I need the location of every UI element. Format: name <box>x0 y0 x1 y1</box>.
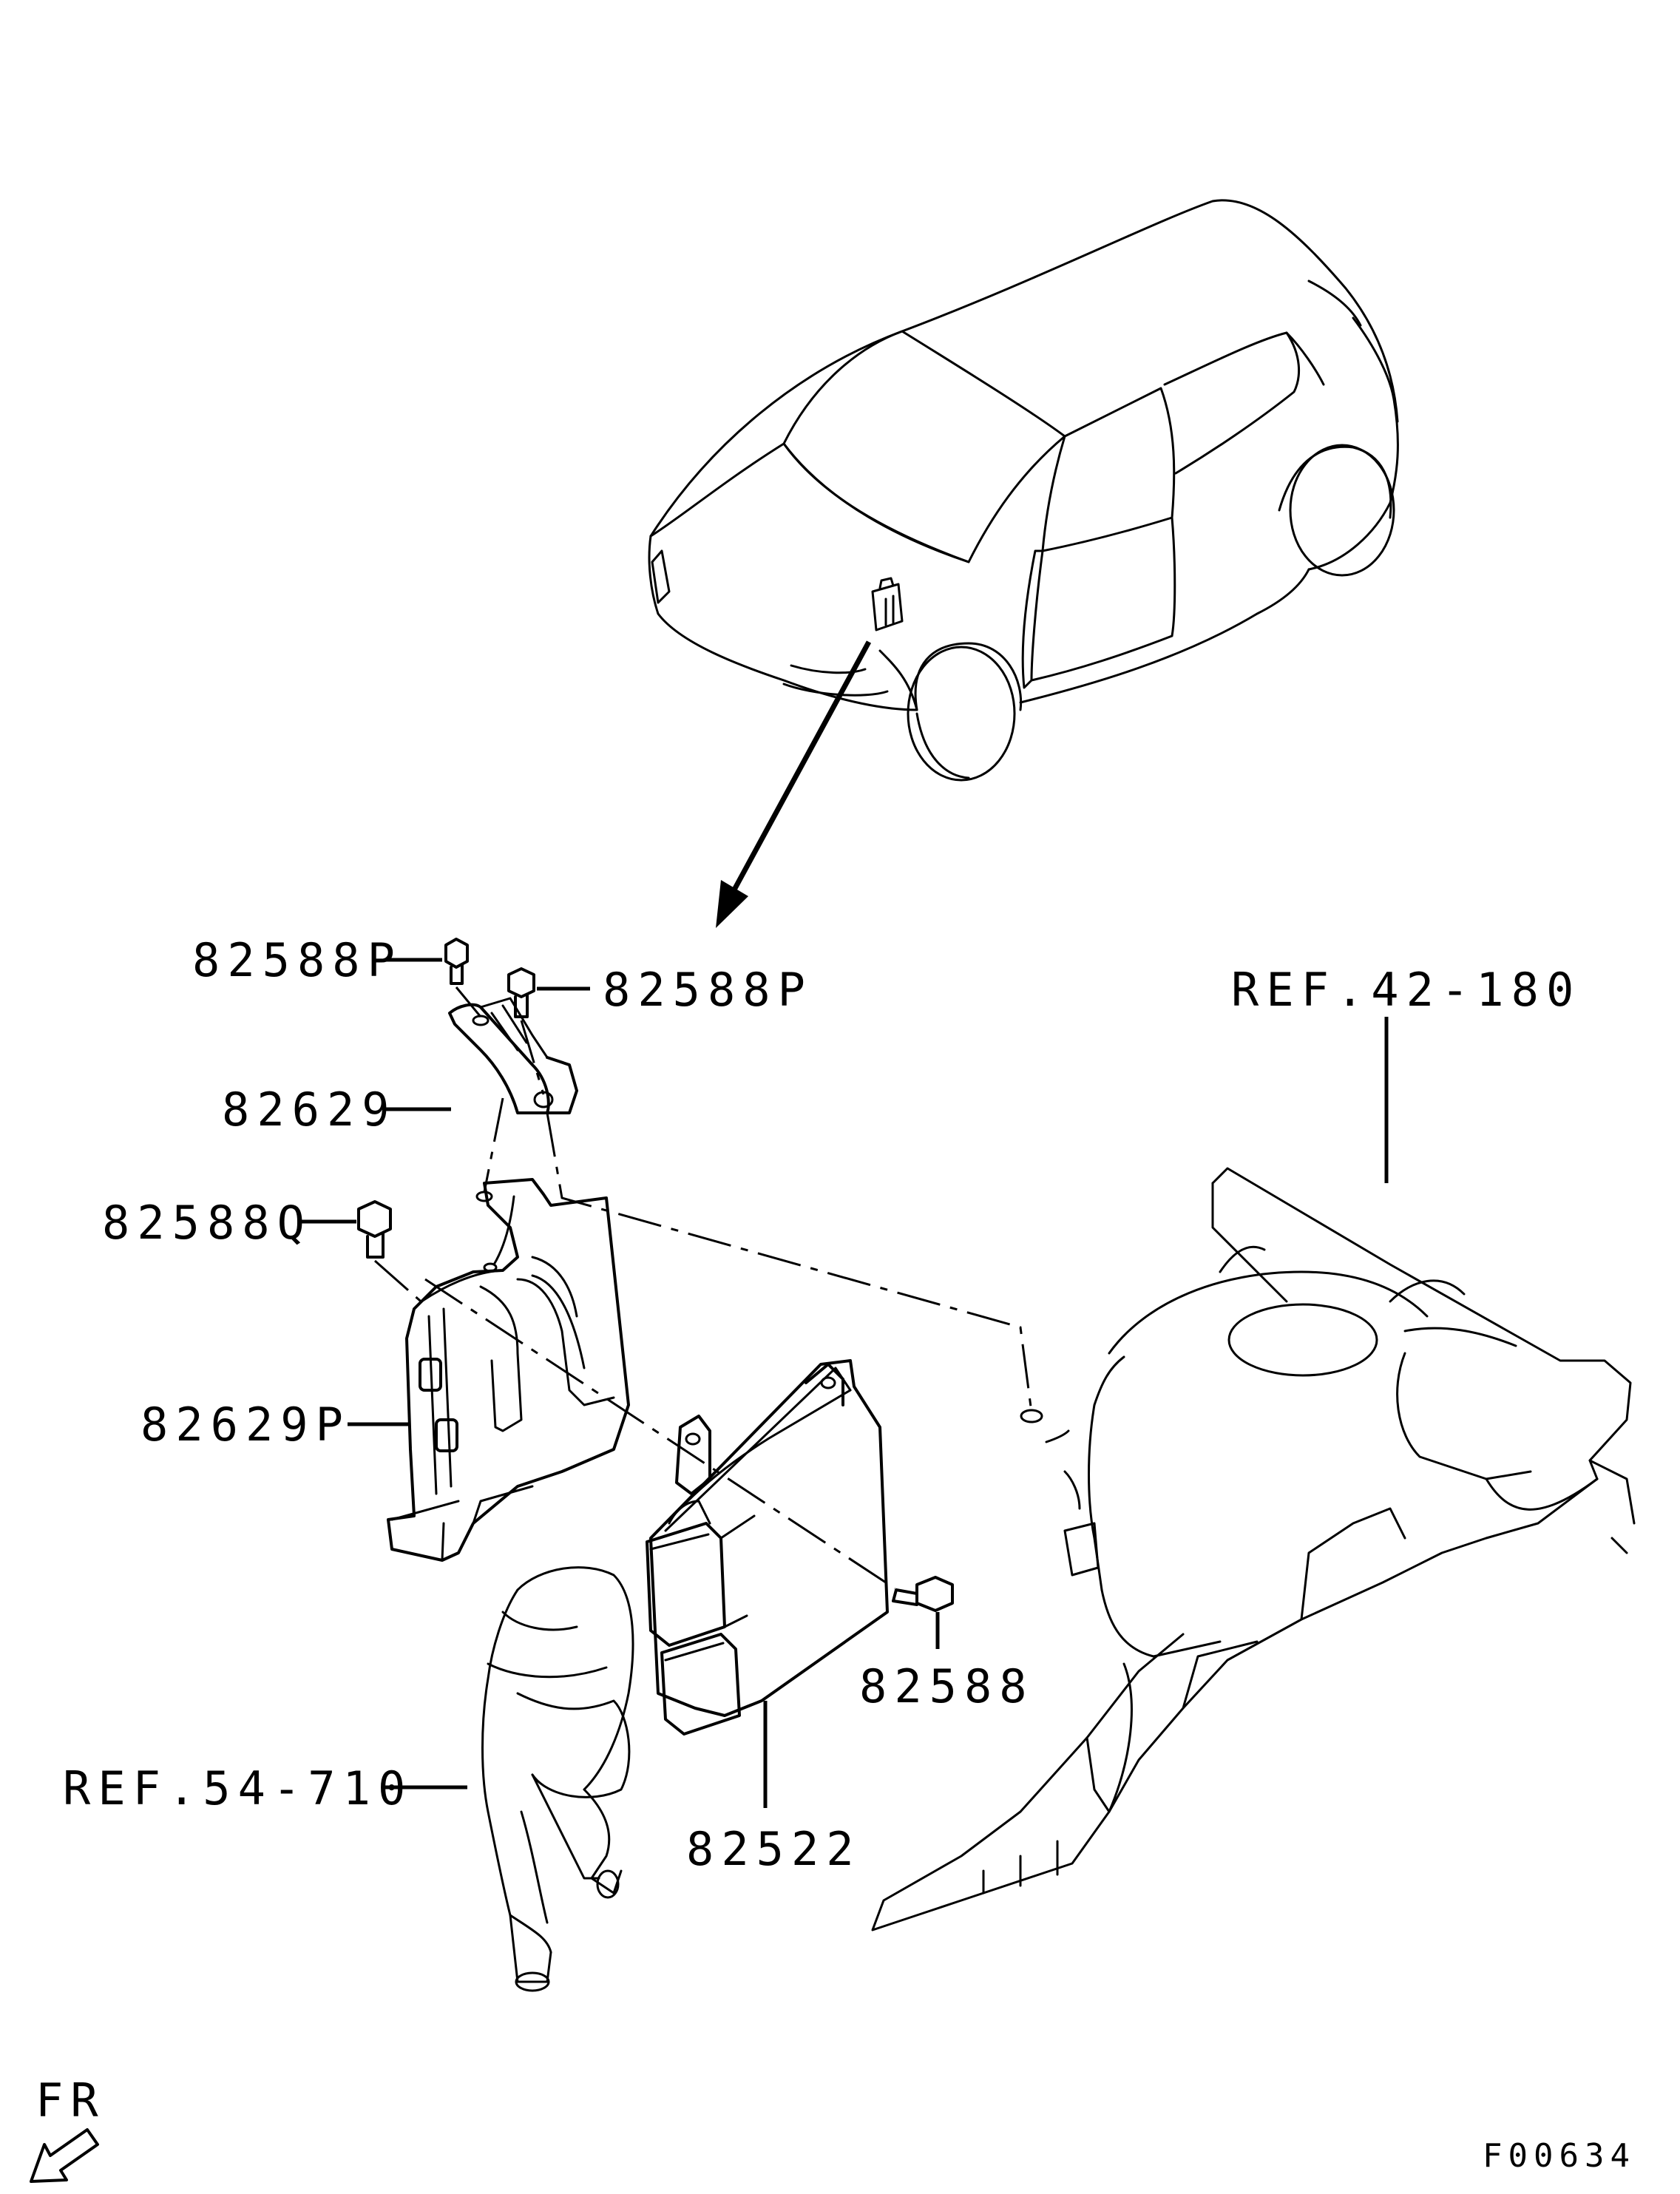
label-82588p-left: 82588P <box>192 933 402 987</box>
bolt-82588p-right <box>507 967 535 1018</box>
label-82629: 82629 <box>222 1083 397 1137</box>
bolt-82588p-left <box>444 938 469 985</box>
upper-bracket <box>448 997 578 1202</box>
fender-panel <box>871 1167 1636 1931</box>
vehicle-outline <box>648 199 1399 782</box>
bolt-82588 <box>892 1576 954 1612</box>
label-82588q: 82588Q <box>102 1196 312 1250</box>
label-82588: 82588 <box>859 1659 1034 1713</box>
label-ref-42-180: REF.42-180 <box>1231 963 1581 1017</box>
label-ref-54-710: REF.54-710 <box>63 1761 413 1815</box>
leader-lines <box>302 958 1389 1808</box>
location-arrow <box>716 640 872 928</box>
ecu-module <box>646 1359 889 1736</box>
label-82629p: 82629P <box>140 1398 350 1452</box>
main-bracket <box>387 1178 630 1562</box>
label-82522: 82522 <box>686 1822 861 1876</box>
front-direction-indicator: FR <box>30 2073 106 2183</box>
front-arrow-icon <box>30 2128 99 2183</box>
label-82588p-right: 82588P <box>603 963 813 1017</box>
air-hose <box>481 1566 634 1992</box>
front-direction-label: FR <box>35 2073 106 2127</box>
center-lines <box>374 986 1033 1590</box>
bolt-82588q <box>357 1200 392 1259</box>
figure-code: F00634 <box>1483 2137 1636 2175</box>
